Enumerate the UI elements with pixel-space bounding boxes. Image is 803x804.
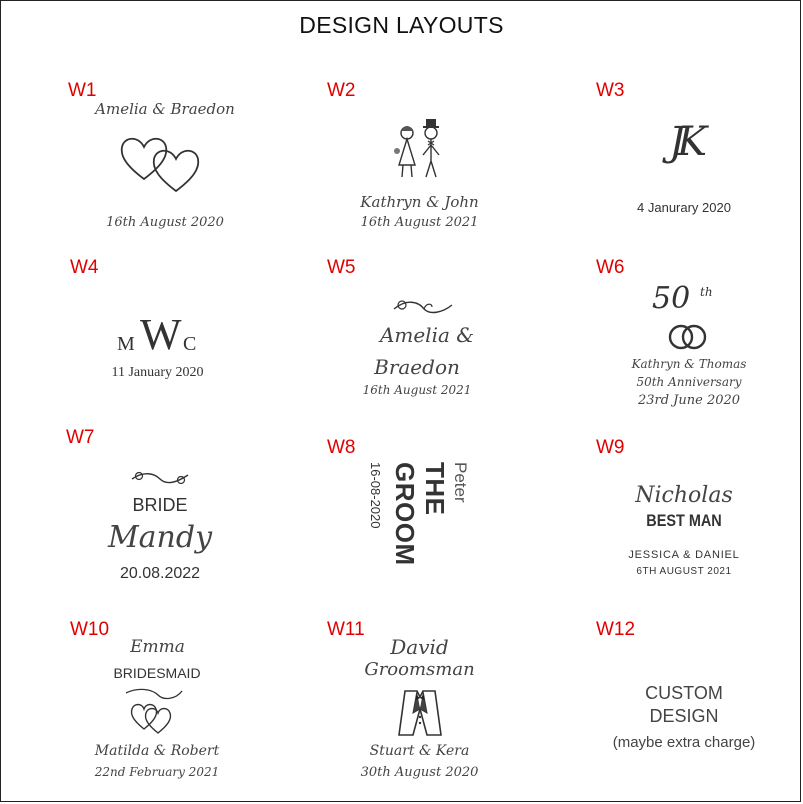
design-w8: W8 Peter THE GROOM 16-08-2020 xyxy=(267,425,534,605)
design-code: W11 xyxy=(327,619,365,640)
role: THE GROOM xyxy=(390,462,450,566)
role: Groomsman xyxy=(364,659,475,680)
vertical-text-group: Peter THE GROOM 16-08-2020 xyxy=(368,462,470,610)
event-date: 16-08-2020 xyxy=(368,462,383,529)
design-code: W9 xyxy=(596,437,625,458)
event-date: 20.08.2022 xyxy=(119,565,201,582)
anniversary-suffix: th xyxy=(700,285,713,299)
page-title: DESIGN LAYOUTS xyxy=(299,12,504,38)
couple-names: Amelia & Braedon xyxy=(95,100,235,118)
couple-names: Kathryn & Thomas xyxy=(631,357,747,371)
monogram-center: W xyxy=(140,310,182,359)
design-w9: W9 Nicholas BEST MAN JESSICA & DANIEL 6T… xyxy=(534,425,801,605)
design-w1: W1 Amelia & Braedon 16th August 2020 xyxy=(0,75,267,255)
design-w7: W7 BRIDE Mandy 20.08.2022 xyxy=(0,425,267,605)
guest-name: Peter xyxy=(451,462,470,503)
design-code: W12 xyxy=(596,619,636,640)
event-date: 23rd June 2020 xyxy=(637,393,741,408)
anniversary-number: 50 xyxy=(652,281,691,316)
double-hearts-icon xyxy=(120,137,200,193)
design-w5: W5 Amelia & Braedon 16th August 2021 xyxy=(267,255,534,435)
design-w11: W11 David Groomsman Stuart & Kera 30th A… xyxy=(267,615,534,795)
guest-name: Mandy xyxy=(107,520,213,555)
design-code: W2 xyxy=(327,80,356,101)
event-date: 4 Janurary 2020 xyxy=(637,200,731,215)
design-w3: W3 JK 4 Janurary 2020 xyxy=(534,75,801,255)
bride-groom-icon xyxy=(394,119,440,178)
couple-names: JESSICA & DANIEL xyxy=(628,549,740,561)
role: BRIDE xyxy=(132,495,188,515)
design-code: W5 xyxy=(327,257,356,278)
flourish-icon xyxy=(393,300,453,314)
guest-name: Nicholas xyxy=(635,483,733,508)
monogram-right: C xyxy=(183,333,197,355)
monogram-left: M xyxy=(117,333,135,355)
tuxedo-icon xyxy=(398,690,442,736)
event-date: 30th August 2020 xyxy=(360,765,479,780)
event-date: 16th August 2021 xyxy=(360,215,479,230)
role: BEST MAN xyxy=(646,511,722,530)
design-w6: W6 50 th Kathryn & Thomas 50th Anniversa… xyxy=(534,255,801,435)
couple-names: Stuart & Kera xyxy=(369,743,470,759)
rings-icon xyxy=(668,324,707,350)
event-date: 22nd February 2021 xyxy=(94,765,220,779)
design-code: W4 xyxy=(70,257,99,278)
couple-names: Matilda & Robert xyxy=(94,743,220,759)
design-code: W6 xyxy=(596,257,625,278)
design-w10: W10 Emma BRIDESMAID Matilda & Robert 22n… xyxy=(0,615,267,795)
design-code: W1 xyxy=(68,80,97,101)
guest-name: David xyxy=(390,635,449,659)
event-date: 11 January 2020 xyxy=(111,365,204,380)
design-code: W3 xyxy=(596,80,625,101)
custom-note: (maybe extra charge) xyxy=(612,734,756,751)
monogram: JK xyxy=(669,119,707,165)
flourish-icon xyxy=(131,471,189,485)
role: BRIDESMAID xyxy=(113,665,201,681)
name-line-1: Amelia & xyxy=(379,323,475,347)
design-code: W7 xyxy=(66,427,95,448)
guest-name: Emma xyxy=(130,637,185,657)
custom-line-1: CUSTOM xyxy=(645,683,723,703)
event-date: 6TH AUGUST 2021 xyxy=(636,566,732,577)
event-date: 16th August 2020 xyxy=(106,215,224,230)
design-w2: W2 Kathryn & John 16th August 2021 xyxy=(267,75,534,255)
flourish-hearts-icon xyxy=(125,688,183,734)
custom-line-2: DESIGN xyxy=(649,706,719,726)
couple-names: Kathryn & John xyxy=(360,193,479,211)
design-code: W8 xyxy=(327,437,356,458)
occasion: 50th Anniversary xyxy=(636,375,742,389)
design-code: W10 xyxy=(70,619,110,640)
design-w4: W4 M W C 11 January 2020 xyxy=(0,255,267,435)
name-line-2: Braedon xyxy=(374,355,460,379)
design-w12: W12 CUSTOM DESIGN (maybe extra charge) xyxy=(534,615,801,795)
event-date: 16th August 2021 xyxy=(362,383,472,397)
